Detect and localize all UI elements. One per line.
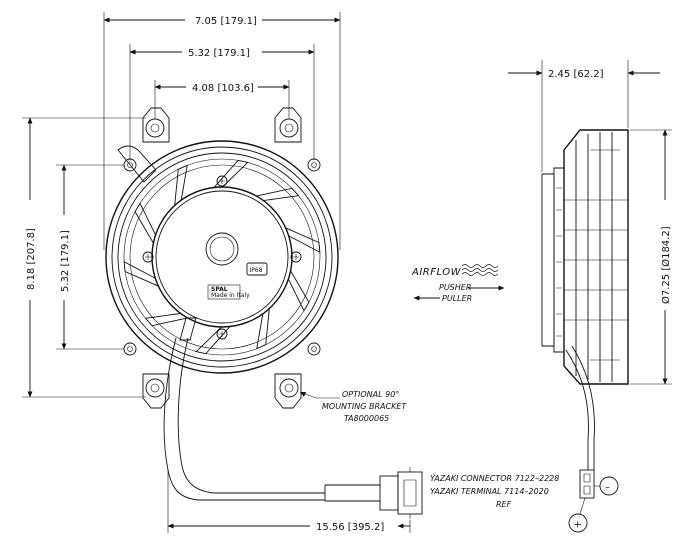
brand-label-box: [207, 284, 241, 300]
ip-rating-text: IP68: [250, 267, 263, 274]
dim-depth: 2.45 [62.2]: [548, 69, 604, 80]
dim-mount-outer: 5.32 [179.1]: [188, 48, 250, 59]
dim-mount-inner: 4.08 [103.6]: [192, 83, 254, 94]
bracket-note-line1: OPTIONAL 90°: [342, 390, 399, 399]
spoke: [213, 159, 249, 188]
spoke: [123, 260, 159, 287]
spoke: [256, 308, 270, 350]
front-view: IP68 SPAL Made in Italy: [105, 107, 339, 409]
dim-diameter: Ø7.25 [Ø184.2]: [660, 226, 672, 304]
bracket-note: OPTIONAL 90° MOUNTING BRACKET TA8000065: [299, 390, 407, 423]
dim-overall-height: 8.18 [207.8]: [26, 228, 37, 290]
shaft-boss: [205, 232, 239, 266]
pusher-label: PUSHER: [439, 283, 471, 292]
airflow-label: AIRFLOW: [411, 267, 462, 278]
spoke: [256, 187, 300, 202]
dimension-lines: 7.05 [179.1] 5.32 [179.1] 4.08 [103.6] 8…: [22, 12, 672, 533]
connector-note-line1: YAZAKI CONNECTOR 7122–2228: [430, 474, 559, 483]
spoke: [174, 164, 188, 206]
motor-hub: [151, 186, 293, 328]
polarity: – +: [568, 476, 619, 533]
connector-note: YAZAKI CONNECTOR 7122–2228 YAZAKI TERMIN…: [430, 474, 559, 509]
yazaki-connector: [379, 467, 423, 519]
side-view: [541, 129, 629, 499]
spoke: [285, 227, 321, 254]
mounting-ears: [117, 107, 321, 409]
airflow-indicator: AIRFLOW PUSHER PULLER: [411, 264, 505, 303]
plus-symbol: +: [574, 520, 582, 531]
wire-exit: [179, 317, 197, 341]
outer-ring: [105, 140, 339, 374]
plus-circle: [568, 513, 588, 533]
connector-note-line2: YAZAKI TERMINAL 7114–2020: [430, 487, 549, 496]
screws: [142, 175, 302, 340]
spoke: [195, 326, 231, 355]
minus-symbol: –: [605, 482, 610, 493]
spoke: [288, 270, 310, 312]
spoke: [144, 312, 188, 327]
fan-spokes: [123, 159, 321, 355]
dim-lead-length: 15.56 [395.2]: [316, 522, 384, 533]
dim-mount-vertical: 5.32 [179.1]: [60, 230, 71, 292]
bracket-note-line3: TA8000065: [344, 414, 389, 423]
lead-wires: [163, 337, 380, 502]
connector-note-line3: REF: [496, 500, 512, 509]
brand-subtext: Made in Italy: [211, 292, 250, 299]
ip-rating-badge: [246, 262, 268, 276]
dim-overall-width: 7.05 [179.1]: [195, 16, 257, 27]
brand-text: SPAL: [211, 286, 228, 293]
spoke: [134, 202, 156, 244]
side-connector: [579, 469, 595, 499]
puller-label: PULLER: [442, 294, 472, 303]
bracket-note-line2: MOUNTING BRACKET: [322, 402, 407, 411]
